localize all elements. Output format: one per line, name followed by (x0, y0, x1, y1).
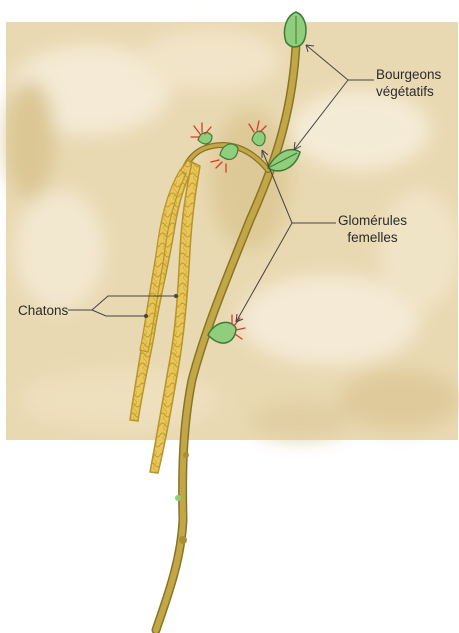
label-bourgeons-line2: végétatifs (376, 83, 441, 100)
label-bourgeons-vegetatifs: Bourgeons végétatifs (376, 66, 441, 100)
label-chatons: Chatons (18, 302, 68, 319)
label-chatons-text: Chatons (18, 302, 68, 319)
label-glomerules-line1: Glomérules (338, 212, 407, 229)
label-glomerules-line2: femelles (338, 229, 407, 246)
label-glomerules-femelles: Glomérules femelles (338, 212, 407, 246)
label-bourgeons-line1: Bourgeons (376, 66, 441, 83)
